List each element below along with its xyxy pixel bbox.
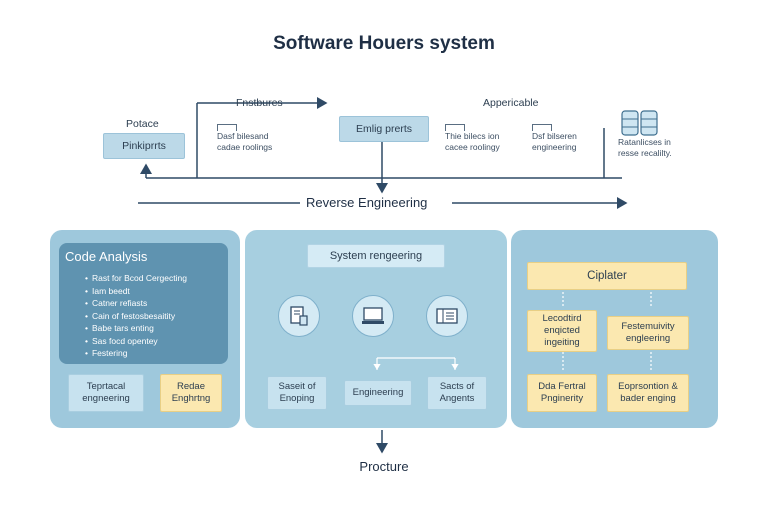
sacts-of-angents-box: Sacts of Angents [427, 376, 487, 410]
diagram-title: Software Houers system [273, 33, 495, 54]
document-icon [278, 295, 320, 337]
eng-box: Emlig prerts [339, 116, 429, 142]
note-4-line2: resse recalilty. [618, 148, 672, 158]
list-item: Sas focd opentey [85, 335, 187, 348]
bracket-icon [445, 124, 465, 131]
search-of-enoping-box: Saseit of Enoping [267, 376, 327, 410]
database-icon [621, 110, 659, 141]
note-1: Dasf bilesand cadae roolings [217, 124, 272, 153]
code-analysis-list: Rast for Bcod Cergecting Iam beedt Catne… [85, 272, 187, 360]
right-connectors [562, 292, 652, 372]
note-4-line1: Ratanlicses in [618, 137, 671, 147]
code-analysis-header: Code Analysis [65, 249, 148, 264]
folder-icon [426, 295, 468, 337]
note-4: Ratanlicses in resse recalilty. [618, 137, 672, 159]
cell-line2: enqicted [544, 325, 580, 336]
note-1-line1: Dasf bilesand [217, 131, 269, 141]
note-2-line2: cacee roolingy [445, 142, 500, 152]
engineering-box: Engineering [344, 380, 412, 406]
box-line2: Angents [439, 393, 475, 404]
note-2: Thie bilecs ion cacee roolingy [445, 124, 500, 153]
phak-box: Pinkiprrts [103, 133, 185, 159]
list-item: Iam beedt [85, 285, 187, 298]
list-item: Catner refiasts [85, 297, 187, 310]
reverse-engineering-label: Reverse Engineering [306, 195, 428, 210]
cell-line1: Dda Fertral [538, 381, 586, 392]
applicable-label: Appericable [483, 97, 539, 109]
cell-line2: engneering [82, 393, 130, 404]
compiler-panel: Ciplater Lecodtird enqicted ingeiting Fe… [511, 230, 718, 428]
note-3-line1: Dsf bilseren [532, 131, 577, 141]
cell-line1: Lecodtird [542, 313, 582, 324]
box-line2: Enoping [279, 393, 315, 404]
technical-engineering-cell: Teprtacal engneering [68, 374, 144, 412]
cell-line2: Enghrtng [171, 393, 211, 404]
note-1-line2: cadae roolings [217, 142, 273, 152]
features-label: Fnstbures [236, 97, 283, 109]
system-engineering-panel: System rengeering [245, 230, 507, 428]
bracket-icon [532, 124, 552, 131]
box-line1: Saseit of [278, 381, 316, 392]
code-analysis-panel: Code Analysis Rast for Bcod Cergecting I… [50, 230, 240, 428]
cell-line1: Eoprsontion & [618, 381, 678, 392]
right-cell-4: Eoprsontion & bader enging [607, 374, 689, 412]
cell-line2: Pnginerity [540, 393, 584, 404]
box-line1: Sacts of [439, 381, 475, 392]
cell-line2: engleering [625, 333, 671, 344]
cell-line1: Teprtacal [86, 381, 126, 392]
compiler-header: Ciplater [527, 262, 687, 290]
right-cell-2: Festemuivity engleering [607, 316, 689, 350]
mid-connectors [373, 357, 459, 370]
right-cell-3: Dda Fertral Pnginerity [527, 374, 597, 412]
cell-line3: ingeiting [544, 337, 580, 348]
cell-line1: Redae [177, 381, 205, 392]
list-item: Cain of festosbesaitity [85, 310, 187, 323]
list-item: Rast for Bcod Cergecting [85, 272, 187, 285]
redae-cell: Redae Enghrtng [160, 374, 222, 412]
note-3: Dsf bilseren engineering [532, 124, 577, 153]
list-item: Babe tars enting [85, 322, 187, 335]
cell-line2: bader enging [620, 393, 676, 404]
system-engineering-header: System rengeering [307, 244, 445, 268]
bracket-icon [217, 124, 237, 131]
bottom-label: Procture [359, 459, 409, 474]
code-analysis-card: Code Analysis Rast for Bcod Cergecting I… [59, 243, 228, 364]
right-cell-1: Lecodtird enqicted ingeiting [527, 310, 597, 352]
note-2-line1: Thie bilecs ion [445, 131, 500, 141]
cell-line1: Festemuivity [621, 321, 675, 332]
potace-label: Potace [126, 118, 159, 130]
note-3-line2: engineering [532, 142, 577, 152]
laptop-icon [352, 295, 394, 337]
list-item: Festering [85, 347, 187, 360]
